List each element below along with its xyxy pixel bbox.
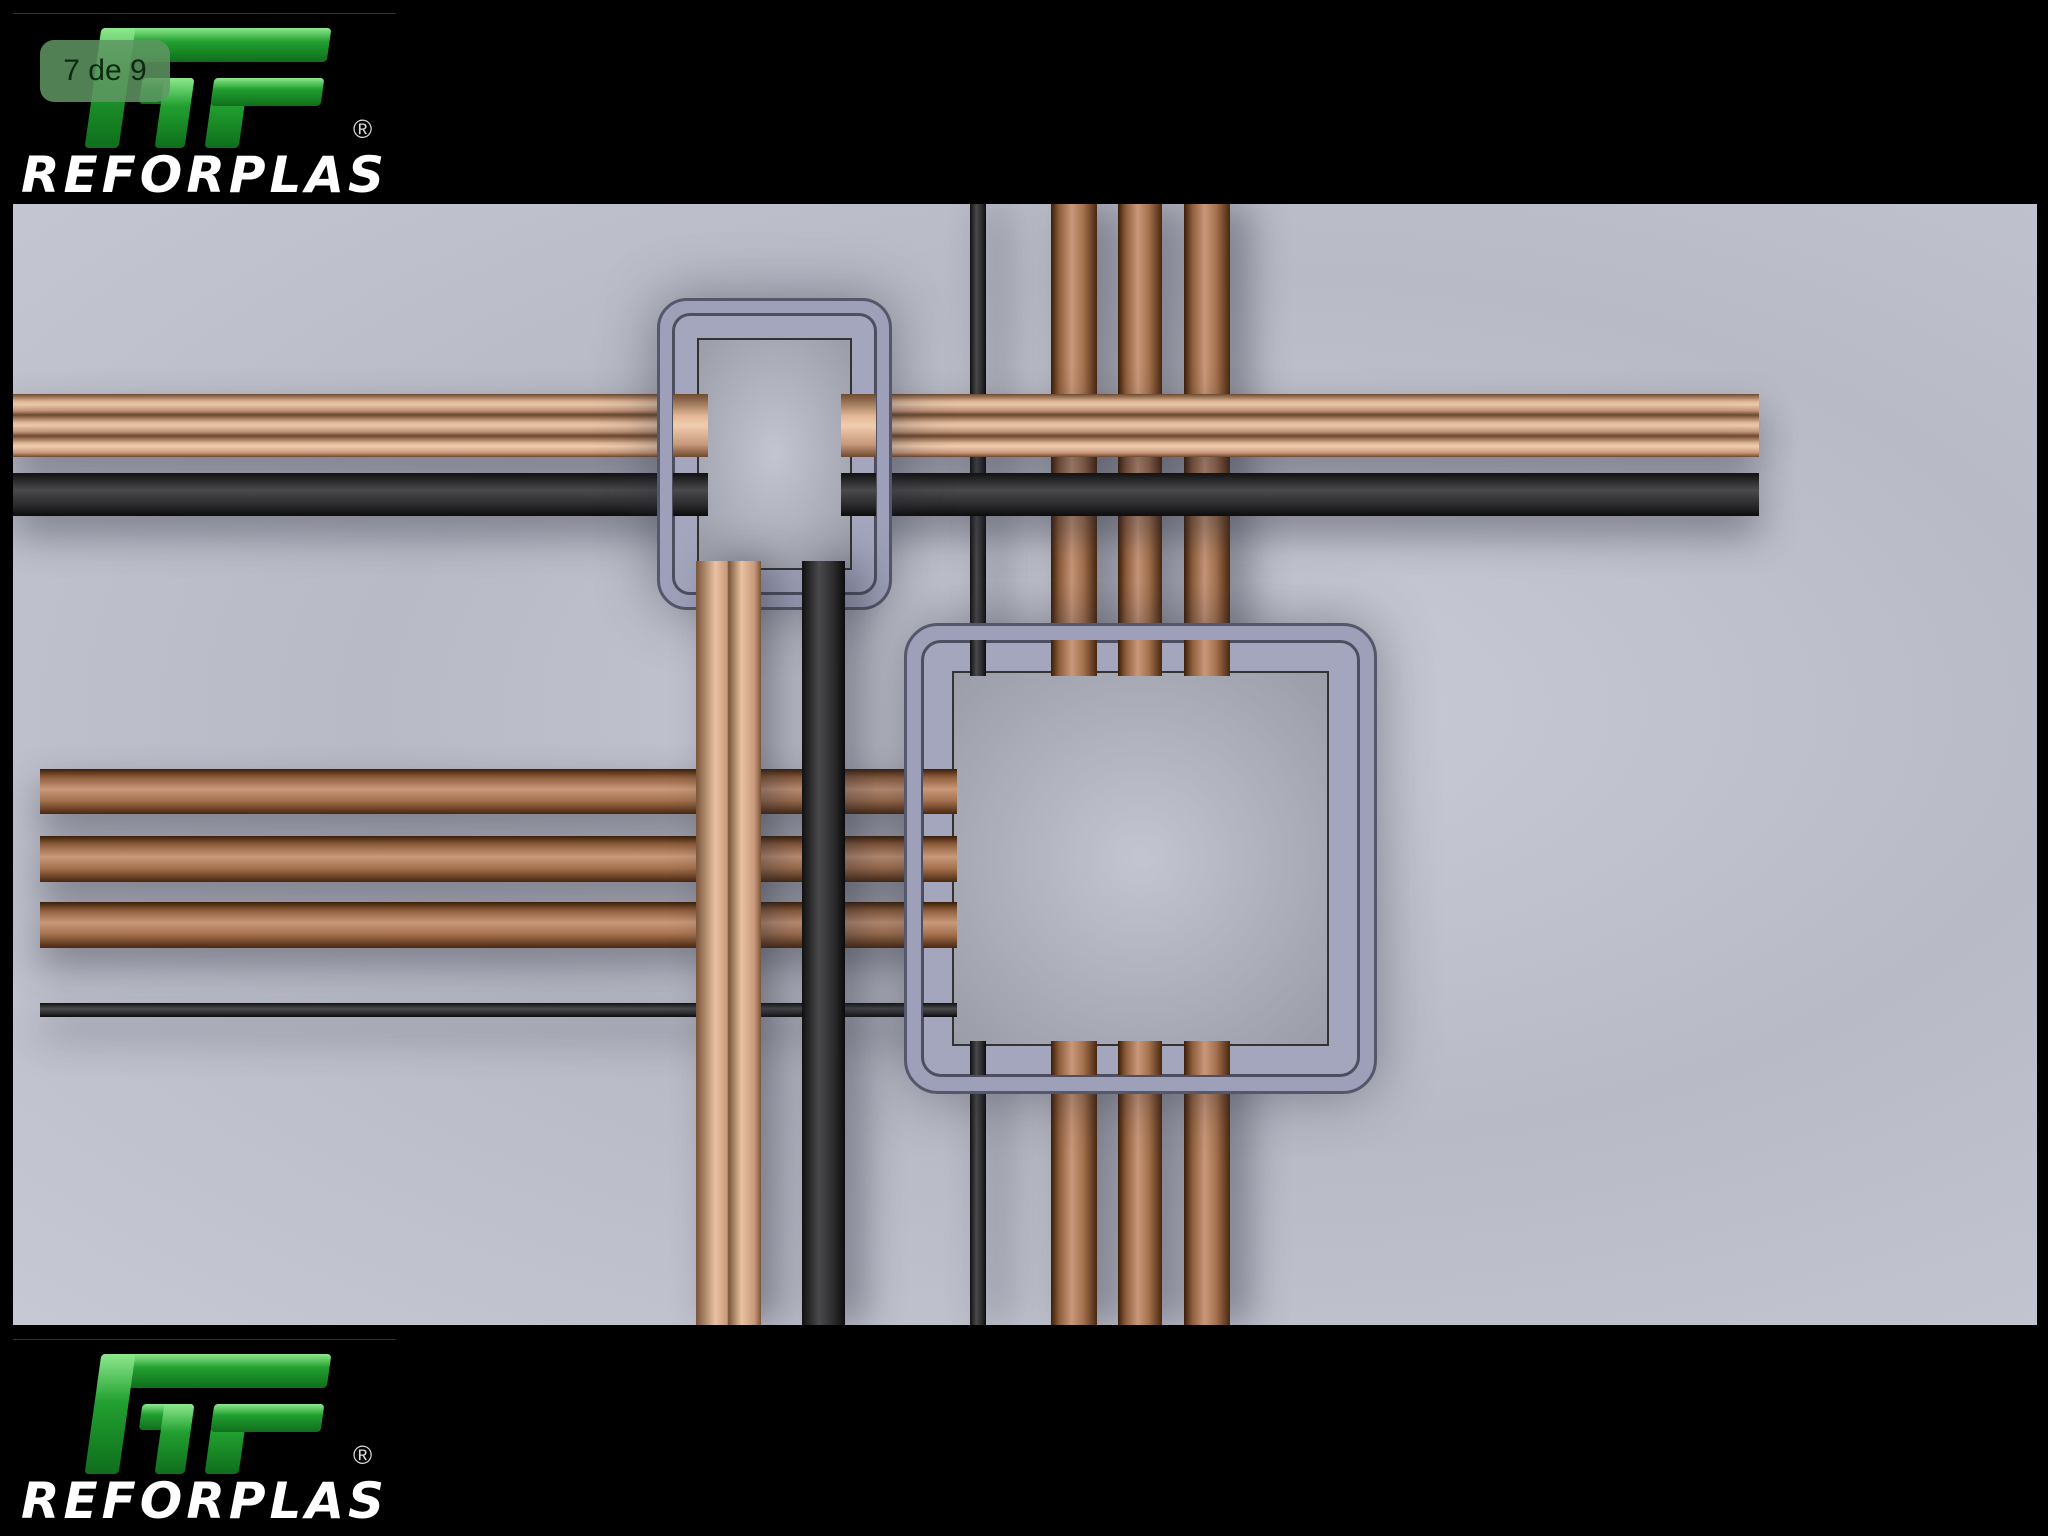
pipe-stub xyxy=(923,902,957,948)
pipe-stub xyxy=(970,640,986,676)
reforplas-logo-bottom: ® REFORPLAS xyxy=(13,1339,396,1530)
large-junction-box xyxy=(904,623,1377,1094)
pipe-stub xyxy=(841,473,876,516)
logo-wordmark: REFORPLAS xyxy=(21,146,389,204)
pipe-stub xyxy=(1051,640,1097,676)
pipe-stub xyxy=(1118,640,1162,676)
pipe-stub xyxy=(673,394,708,457)
pipe-stub xyxy=(1184,640,1230,676)
pipe-stub xyxy=(841,394,876,457)
pipe-stub xyxy=(923,769,957,814)
vertical-black-pipe xyxy=(802,561,845,1325)
reforplas-logo-top: ® REFORPLAS xyxy=(13,13,396,204)
page-indicator-badge: 7 de 9 xyxy=(40,40,170,102)
registered-mark: ® xyxy=(353,1440,373,1470)
pipe-stub xyxy=(970,1041,986,1075)
vertical-light-copper-pipes xyxy=(696,561,761,1325)
pipe-stub xyxy=(1051,1041,1097,1075)
pipe-layout-render xyxy=(13,204,2037,1325)
registered-mark: ® xyxy=(353,114,373,144)
pipe-stub xyxy=(923,1003,957,1017)
pipe-stub xyxy=(673,473,708,516)
pipe-stub xyxy=(1184,1041,1230,1075)
pipe-stub xyxy=(923,836,957,882)
logo-wordmark: REFORPLAS xyxy=(21,1472,389,1530)
pipe-stub xyxy=(1118,1041,1162,1075)
logo-monogram xyxy=(84,1354,332,1474)
